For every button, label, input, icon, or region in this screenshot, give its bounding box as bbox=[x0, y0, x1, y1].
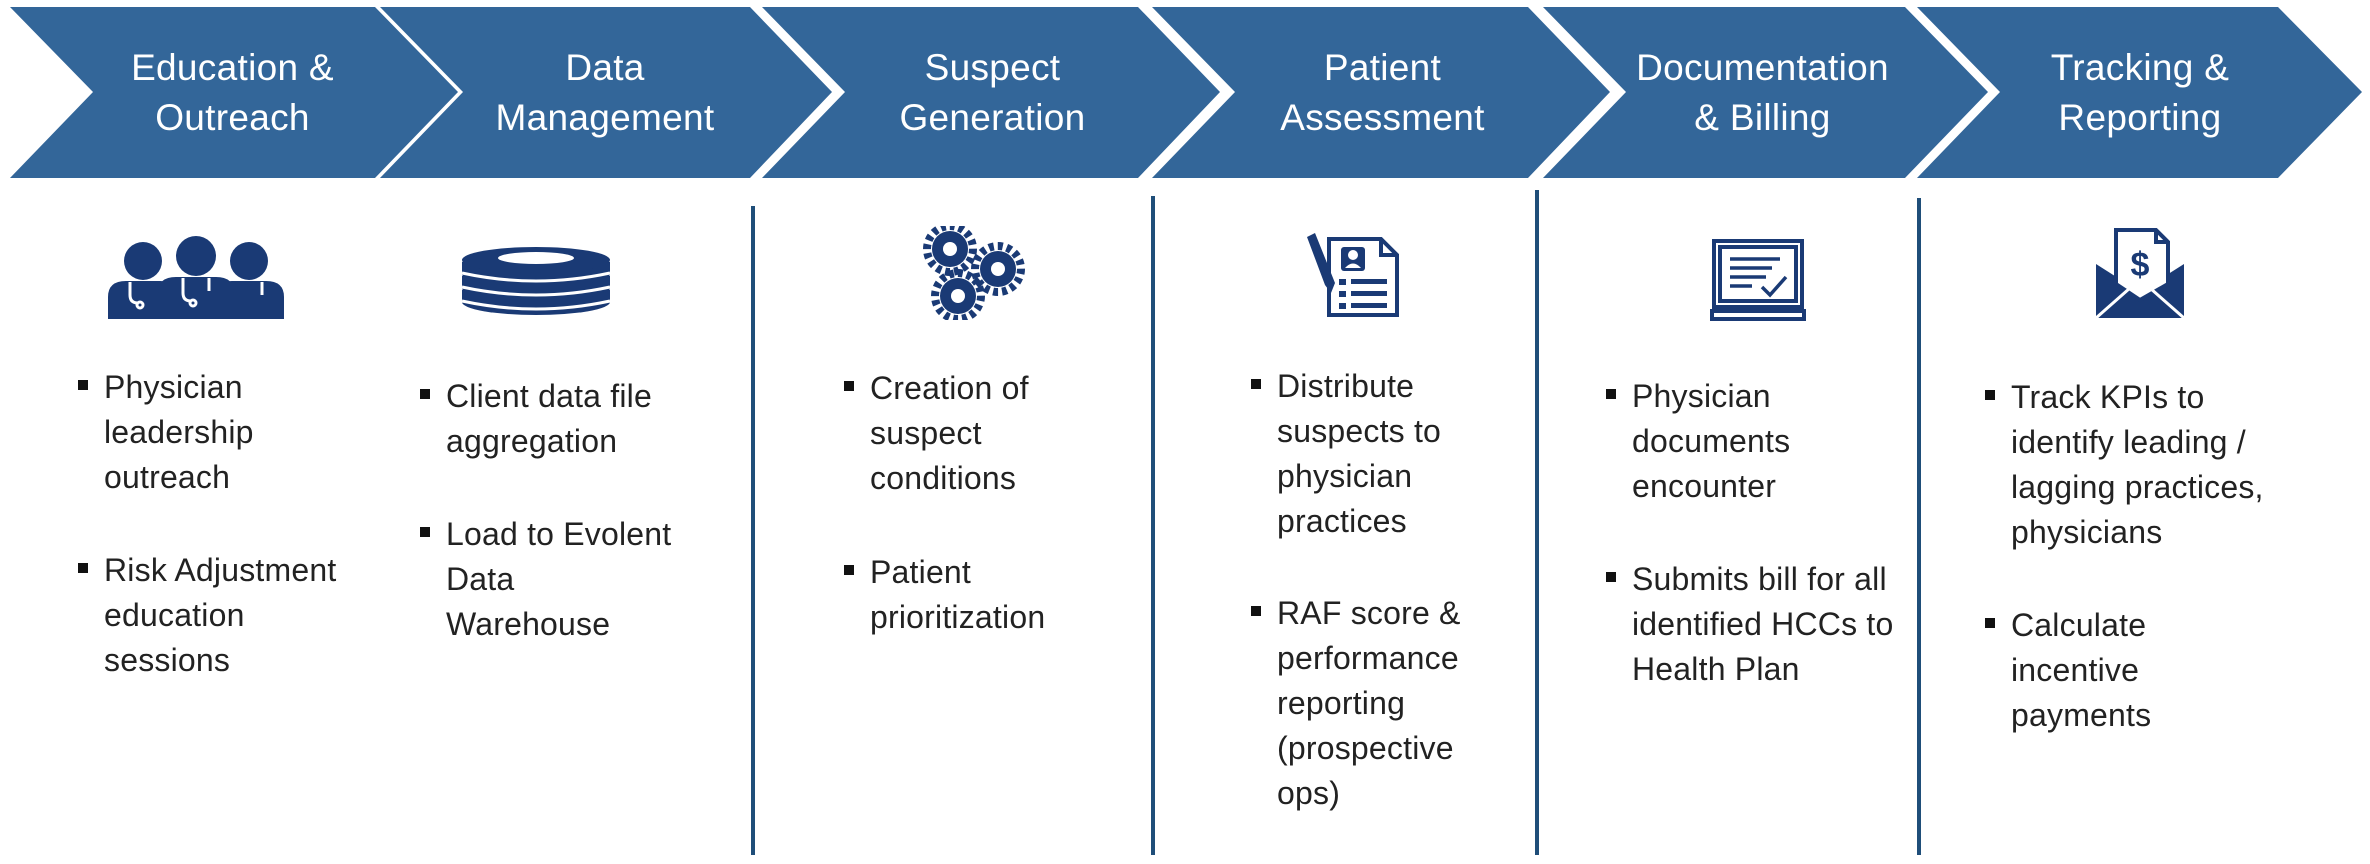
chevron-data-management bbox=[380, 7, 832, 178]
bullet-item: Track KPIs to identify leading / lagging… bbox=[1985, 375, 2264, 555]
bullet-list-tracking-reporting: Track KPIs to identify leading / lagging… bbox=[1985, 375, 2264, 786]
bullet-list-suspect-generation: Creation of suspect conditions Patient p… bbox=[843, 366, 1046, 688]
bullet-text: Load to Evolent Data Warehouse bbox=[446, 516, 672, 642]
bullet-text: Submits bill for all identified HCCs to … bbox=[1632, 561, 1894, 687]
bullet-text: Creation of suspect conditions bbox=[870, 370, 1029, 496]
chevron-patient-assessment bbox=[1152, 7, 1610, 178]
chevron-bar bbox=[10, 7, 2362, 178]
bullet-text: Distribute suspects to physician practic… bbox=[1277, 368, 1442, 539]
patient-record-icon bbox=[1307, 233, 1399, 317]
gears-icon bbox=[923, 226, 1025, 320]
chevron-tracking-reporting bbox=[1917, 7, 2362, 178]
bullet-item: RAF score & performance reporting (prosp… bbox=[1251, 591, 1461, 816]
column-divider bbox=[1151, 196, 1155, 855]
bullet-item: Physician documents encounter bbox=[1606, 374, 1894, 509]
svg-text:$: $ bbox=[2131, 246, 2150, 284]
stage-title-documentation-billing: Documentation & Billing bbox=[1636, 46, 1889, 138]
bullet-text: Calculate incentive payments bbox=[2011, 607, 2152, 733]
bullet-item: Physician leadership outreach bbox=[77, 365, 336, 500]
chevron-suspect-generation bbox=[762, 7, 1220, 178]
bullet-text: Physician documents encounter bbox=[1632, 378, 1791, 504]
bullet-item: Distribute suspects to physician practic… bbox=[1251, 364, 1461, 544]
column-divider bbox=[751, 206, 755, 855]
stage-title-education-outreach: Education & Outreach bbox=[131, 46, 334, 138]
computer-checkmark-icon bbox=[1710, 239, 1806, 321]
payment-envelope-icon: $ bbox=[2096, 228, 2184, 318]
stage-title-patient-assessment: Patient Assessment bbox=[1280, 46, 1485, 138]
bullet-text: Physician leadership outreach bbox=[104, 369, 254, 495]
bullet-item: Calculate incentive payments bbox=[1985, 603, 2264, 738]
bullet-text: RAF score & performance reporting (prosp… bbox=[1277, 595, 1461, 811]
bullet-list-data-management: Client data file aggregation Load to Evo… bbox=[419, 374, 672, 695]
bullet-item: Submits bill for all identified HCCs to … bbox=[1606, 557, 1894, 692]
stage-title-tracking-reporting: Tracking & Reporting bbox=[2050, 46, 2230, 138]
bullet-text: Client data file aggregation bbox=[446, 378, 652, 459]
stage-title-suspect-generation: Suspect Generation bbox=[899, 46, 1086, 138]
bullet-text: Patient prioritization bbox=[870, 554, 1046, 635]
database-stack-icon bbox=[461, 247, 611, 315]
bullet-text: Risk Adjustment education sessions bbox=[104, 552, 337, 678]
bullet-text: Track KPIs to identify leading / lagging… bbox=[2011, 379, 2264, 550]
chevron-education-outreach bbox=[10, 7, 458, 178]
bullet-item: Patient prioritization bbox=[843, 550, 1046, 640]
bullet-item: Client data file aggregation bbox=[419, 374, 671, 464]
column-divider bbox=[1535, 190, 1539, 855]
bullet-list-education-outreach: Physician leadership outreach Risk Adjus… bbox=[77, 365, 337, 731]
stage-title-data-management: Data Management bbox=[495, 46, 715, 138]
bullet-item: Risk Adjustment education sessions bbox=[77, 548, 337, 683]
bullet-item: Creation of suspect conditions bbox=[843, 366, 1045, 501]
physician-group-icon bbox=[108, 236, 284, 319]
bullet-list-patient-assessment: Distribute suspects to physician practic… bbox=[1251, 364, 1461, 864]
column-divider bbox=[1917, 198, 1921, 855]
bullet-list-documentation-billing: Physician documents encounter Submits bi… bbox=[1606, 374, 1894, 740]
bullet-item: Load to Evolent Data Warehouse bbox=[419, 512, 672, 647]
chevron-documentation-billing bbox=[1543, 7, 1988, 178]
